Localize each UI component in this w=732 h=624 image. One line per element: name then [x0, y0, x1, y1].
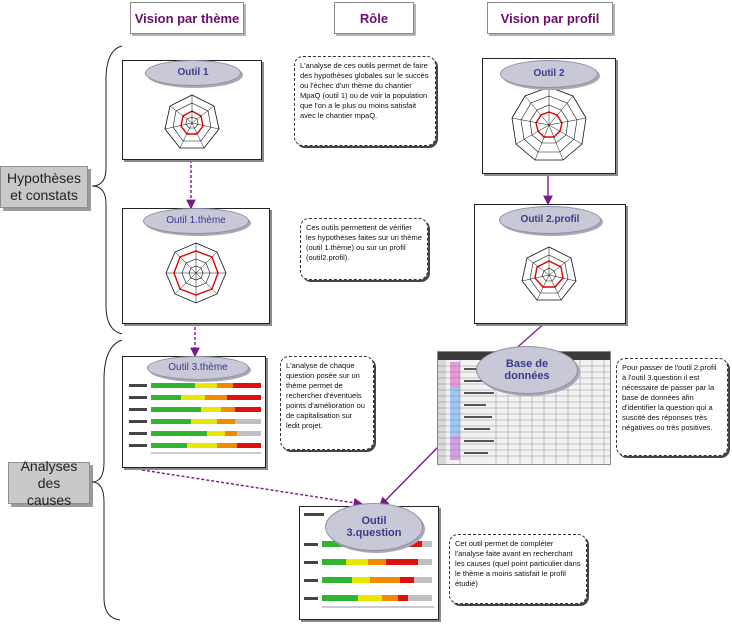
header-vision-profile-label: Vision par profil — [500, 10, 600, 26]
pill-base-label: Base de données — [504, 358, 550, 382]
pill-outil2profil: Outil 2.profil — [499, 206, 601, 234]
radar-chart-outil1 — [164, 94, 220, 149]
header-role: Rôle — [334, 2, 414, 34]
pill-outil1: Outil 1 — [145, 60, 241, 86]
row-label-marks-outil3question — [304, 543, 318, 600]
side-label-hypotheses: Hypothèses et constats — [0, 166, 88, 208]
header-vision-theme: Vision par thème — [130, 2, 244, 34]
radar-chart-outil2 — [511, 86, 587, 161]
note-role-hypotheses: L'analyse de ces outils permet de faire … — [294, 56, 436, 146]
pill-outil1theme-label: Outil 1.thème — [166, 215, 226, 226]
radar-chart-outil1theme — [165, 242, 227, 304]
side-label-hypotheses-text: Hypothèses et constats — [7, 170, 81, 203]
note-role-verification: Ces outils permettent de vérifier les hy… — [300, 218, 428, 280]
header-vision-theme-label: Vision par thème — [134, 10, 240, 26]
bars-outil3theme — [151, 383, 261, 448]
pill-base-de-donnees: Base de données — [476, 346, 578, 394]
row-label-marks-outil3theme — [129, 384, 147, 447]
radar-chart-outil2profil — [521, 246, 577, 301]
brace-hypotheses — [91, 45, 123, 335]
pill-outil3question: Outil 3.question — [325, 503, 423, 551]
note-outil3question: Cet outil permet de compléter l'analyse … — [449, 534, 587, 604]
bar-chart-outil3theme — [129, 383, 261, 454]
pill-outil3theme: Outil 3.thème — [147, 356, 249, 380]
pill-outil1theme: Outil 1.thème — [143, 208, 249, 234]
arrow-outil3theme-to-outil3question — [141, 469, 364, 508]
note-outil3question-text: Cet outil permet de compléter l'analyse … — [455, 539, 581, 588]
pill-outil3theme-label: Outil 3.thème — [168, 362, 228, 373]
note-role-verification-text: Ces outils permettent de vérifier les hy… — [306, 223, 422, 262]
note-base-de-donnees: Pour passer de l'outil 2.profil à l'outi… — [616, 358, 728, 456]
side-label-analyses: Analyses des causes — [8, 458, 90, 508]
note-outil3theme-text: L'analyse de chaque question posée sur u… — [286, 361, 365, 430]
pill-outil2: Outil 2 — [500, 60, 598, 88]
brace-analyses — [91, 339, 123, 621]
note-role-hypotheses-text: L'analyse de ces outils permet de faire … — [300, 61, 429, 120]
pill-outil2profil-label: Outil 2.profil — [520, 214, 580, 225]
note-outil3theme: L'analyse de chaque question posée sur u… — [280, 356, 374, 450]
pill-outil3question-label: Outil 3.question — [346, 515, 402, 539]
header-role-label: Rôle — [359, 10, 389, 26]
pill-outil2-label: Outil 2 — [533, 68, 565, 79]
note-base-text: Pour passer de l'outil 2.profil à l'outi… — [622, 363, 717, 432]
side-label-analyses-text: Analyses des causes — [20, 457, 78, 508]
header-vision-profile: Vision par profil — [487, 2, 613, 34]
pill-outil1-label: Outil 1 — [177, 67, 209, 78]
